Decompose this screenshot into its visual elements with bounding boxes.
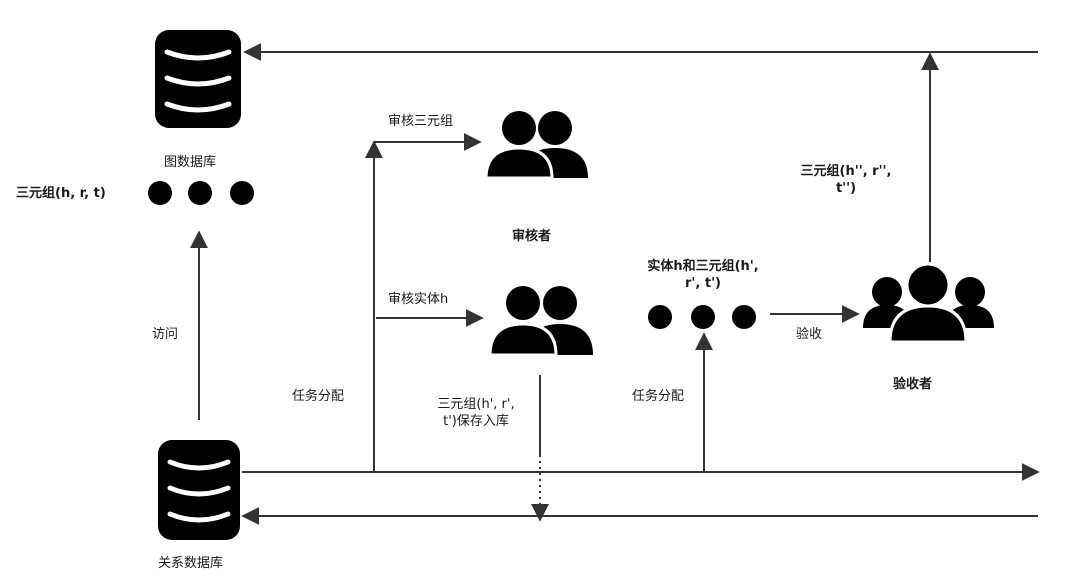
review-entity-label: 审核实体h — [388, 292, 449, 307]
entity-triple-line1: 实体h和三元组(h', — [647, 259, 759, 274]
task-assign-right-label: 任务分配 — [632, 389, 685, 404]
relational-database-icon — [158, 440, 240, 540]
acceptor-group-icon — [863, 262, 994, 344]
dot-icon — [648, 305, 672, 329]
dot-icon — [691, 305, 715, 329]
dot-icon — [230, 181, 254, 205]
entity-triple-label: 实体h和三元组(h', r', t') — [628, 258, 778, 292]
graph-database-icon — [155, 30, 241, 128]
triple-left-label: 三元组(h, r, t) — [16, 186, 106, 201]
dot-icon — [148, 181, 172, 205]
accept-label: 验收 — [796, 327, 823, 342]
dot-icon — [188, 181, 212, 205]
reviewer-label: 审核者 — [512, 229, 552, 244]
reviewer-group-top-icon — [484, 111, 588, 180]
review-triple-label: 审核三元组 — [388, 114, 454, 129]
triple-final-line1: 三元组(h'', r'', — [800, 164, 892, 179]
acceptor-label: 验收者 — [893, 377, 933, 392]
triple-save-line2: t')保存入库 — [443, 414, 509, 429]
triple-final-label: 三元组(h'', r'', t'') — [772, 163, 920, 197]
entity-triple-line2: r', t') — [685, 276, 721, 291]
triple-dots-left — [148, 181, 254, 205]
reviewer-group-bottom-icon — [488, 286, 593, 357]
triple-final-line2: t'') — [835, 181, 857, 196]
triple-save-label: 三元组(h', r', t')保存入库 — [420, 396, 532, 430]
relational-db-label: 关系数据库 — [158, 556, 224, 571]
graph-db-label: 图数据库 — [164, 155, 217, 170]
triple-save-line1: 三元组(h', r', — [437, 397, 515, 412]
access-label: 访问 — [152, 327, 179, 342]
triple-dots-middle — [648, 305, 756, 329]
dot-icon — [732, 305, 756, 329]
task-assign-left-label: 任务分配 — [292, 389, 345, 404]
